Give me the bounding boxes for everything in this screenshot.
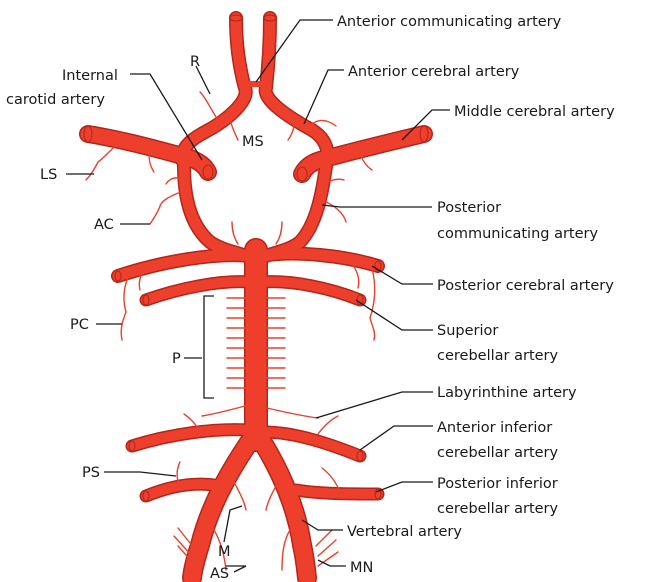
label-LS: LS [40,167,57,183]
label-R: R [190,54,200,70]
label-AC: AC [94,217,114,233]
anterior-inferior-cerebellar-artery-left [132,430,248,446]
label-superior-cerebellar-artery-line2: cerebellar artery [437,348,559,364]
label-PC: PC [70,317,89,333]
label-posterior-cerebral-artery: Posterior cerebral artery [437,278,614,294]
label-anterior-cerebral-artery: Anterior cerebral artery [348,64,520,80]
label-posterior-communicating-artery-line1: Posterior [437,200,501,216]
label-posterior-inferior-cerebellar-artery-line2: cerebellar artery [437,501,559,517]
label-MN: MN [350,560,373,576]
label-labyrinthine-artery: Labyrinthine artery [437,385,577,401]
anterior-cerebral-artery-right [266,18,328,160]
label-PS: PS [82,465,100,481]
label-vertebral-artery: Vertebral artery [347,524,462,540]
label-internal-carotid-artery-line2: carotid artery [6,92,105,108]
label-posterior-communicating-artery-line2: communicating artery [437,226,598,242]
anterior-cerebral-artery-left [182,18,246,160]
label-internal-carotid-artery-line1: Internal [62,68,118,84]
label-MS: MS [242,134,264,150]
label-M: M [218,544,231,560]
label-anterior-inferior-cerebellar-artery-line2: cerebellar artery [437,445,559,461]
label-anterior-inferior-cerebellar-artery-line1: Anterior inferior [437,420,552,436]
superior-cerebellar-artery-left [146,282,250,300]
posterior-inferior-cerebellar-artery-right [296,490,378,494]
label-posterior-inferior-cerebellar-artery-line1: Posterior inferior [437,476,558,492]
label-superior-cerebellar-artery-line1: Superior [437,323,498,339]
label-AS: AS [210,566,229,582]
label-middle-cerebral-artery: Middle cerebral artery [454,104,615,120]
label-P: P [172,351,181,367]
label-anterior-communicating-artery: Anterior communicating artery [337,14,562,30]
